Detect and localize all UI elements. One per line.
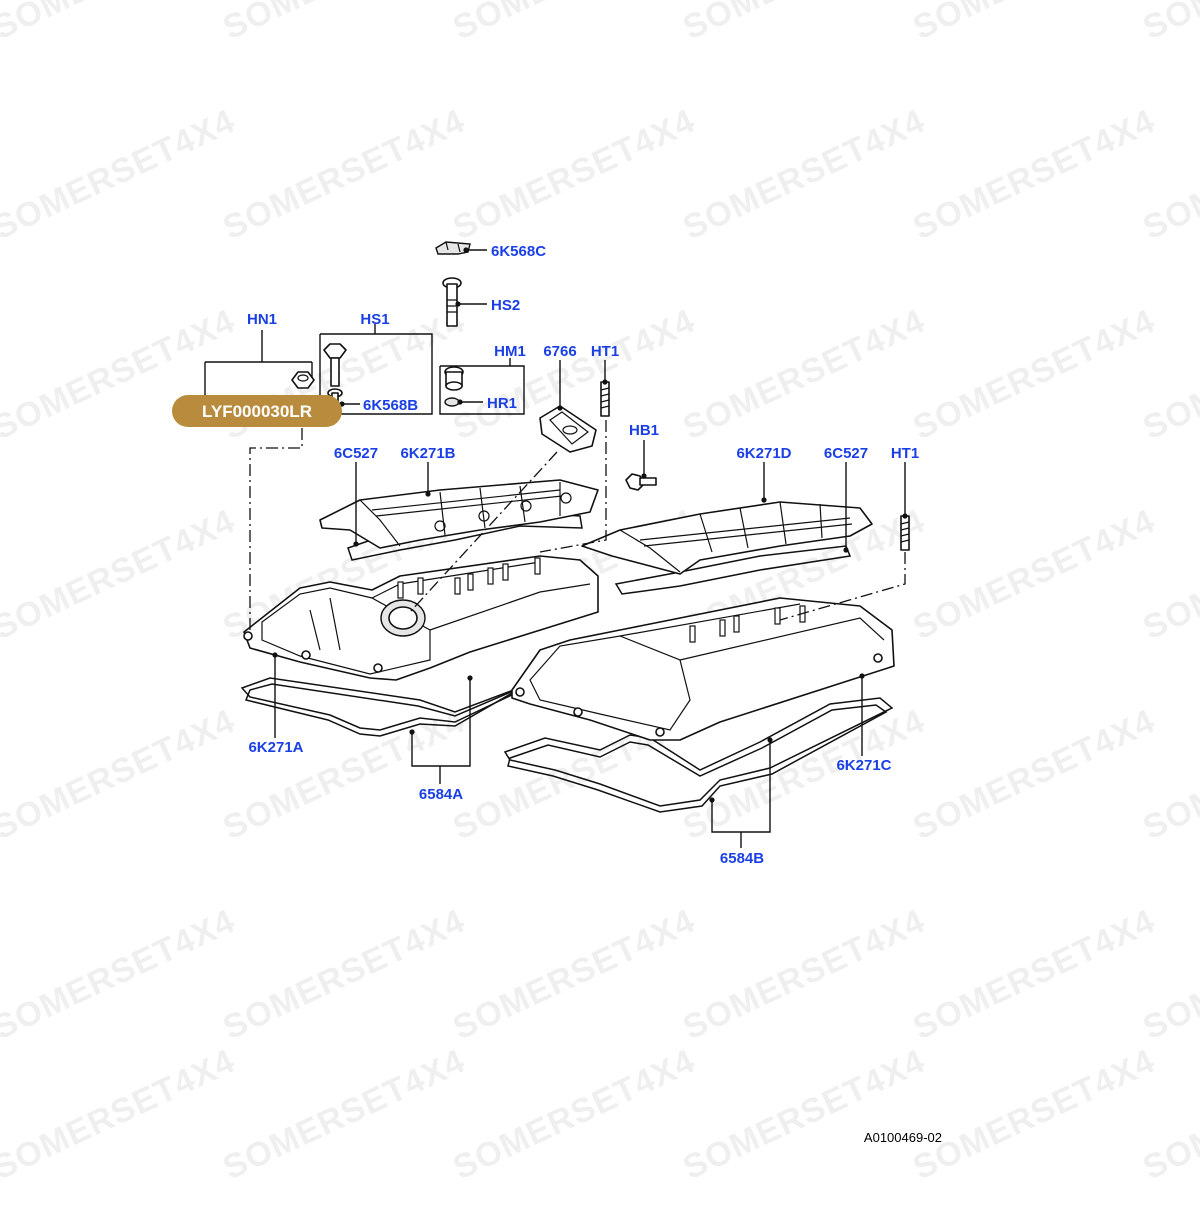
watermark-text: SOMERSET4X4 [677, 0, 931, 47]
label-6c527-right[interactable]: 6C527 [824, 445, 868, 462]
watermark-text: SOMERSET4X4 [677, 302, 931, 447]
engine-cover-right [581, 501, 873, 595]
watermark-text: SOMERSET4X4 [217, 1042, 471, 1187]
stud-part-right [900, 515, 910, 551]
label-hr1[interactable]: HR1 [487, 395, 517, 412]
label-ht1-top[interactable]: HT1 [591, 343, 619, 360]
camshaft-cover-left [240, 555, 599, 737]
watermark-text: SOMERSET4X4 [1137, 0, 1200, 47]
label-hs1[interactable]: HS1 [360, 311, 389, 328]
stud-part-top [600, 381, 610, 417]
watermark-text: SOMERSET4X4 [217, 102, 471, 247]
label-6584a[interactable]: 6584A [419, 786, 463, 803]
label-ht1-right[interactable]: HT1 [891, 445, 919, 462]
callout-labels: HN1 HS1 6K568C HS2 6K568B HM1 HR1 6766 H… [247, 243, 919, 867]
watermark-text: SOMERSET4X4 [447, 1042, 701, 1187]
watermark-text: SOMERSET4X4 [0, 702, 241, 847]
label-6k271a[interactable]: 6K271A [248, 739, 303, 756]
label-6k271c[interactable]: 6K271C [836, 757, 891, 774]
watermark-text: SOMERSET4X4 [907, 0, 1161, 47]
nut-part [291, 371, 315, 389]
label-6k271d[interactable]: 6K271D [736, 445, 791, 462]
drawing-reference: A0100469-02 [864, 1130, 942, 1145]
watermark-text: SOMERSET4X4 [677, 902, 931, 1047]
part-number-text: LYF000030LR [202, 402, 312, 421]
bolt-part [625, 473, 657, 491]
watermark-text: SOMERSET4X4 [447, 902, 701, 1047]
camshaft-cover-right [503, 597, 895, 813]
label-6k271b[interactable]: 6K271B [400, 445, 455, 462]
label-hm1[interactable]: HM1 [494, 343, 526, 360]
watermark-text: SOMERSET4X4 [0, 1042, 241, 1187]
watermark-text: SOMERSET4X4 [677, 102, 931, 247]
leaders [204, 247, 908, 848]
engine-cover-left [319, 479, 599, 561]
label-6k568c[interactable]: 6K568C [491, 243, 546, 260]
assembly-lines [249, 420, 906, 632]
watermark-text: SOMERSET4X4 [0, 0, 241, 47]
clip-part [435, 241, 471, 255]
watermark-text: SOMERSET4X4 [907, 1042, 1161, 1187]
watermark-text: SOMERSET4X4 [907, 102, 1161, 247]
watermark-text: SOMERSET4X4 [907, 502, 1161, 647]
label-6k568b[interactable]: 6K568B [363, 397, 418, 414]
label-6c527-left[interactable]: 6C527 [334, 445, 378, 462]
filler-cap-part [539, 405, 597, 453]
watermark-text: SOMERSET4X4 [907, 902, 1161, 1047]
label-hb1[interactable]: HB1 [629, 422, 659, 439]
watermark-text: SOMERSET4X4 [0, 102, 241, 247]
label-hs2[interactable]: HS2 [491, 297, 520, 314]
watermark-text: SOMERSET4X4 [447, 0, 701, 47]
watermark-text: SOMERSET4X4 [0, 502, 241, 647]
watermark-text: SOMERSET4X4 [447, 102, 701, 247]
label-6766[interactable]: 6766 [543, 343, 576, 360]
watermark-text: SOMERSET4X4 [217, 902, 471, 1047]
watermark-text: SOMERSET4X4 [907, 302, 1161, 447]
watermark-text: SOMERSET4X4 [907, 702, 1161, 847]
grommet-part [444, 366, 464, 407]
watermark-text: SOMERSET4X4 [217, 702, 471, 847]
label-6584b[interactable]: 6584B [720, 850, 764, 867]
label-hn1[interactable]: HN1 [247, 311, 277, 328]
watermark-text: SOMERSET4X4 [0, 902, 241, 1047]
watermark-text: SOMERSET4X4 [677, 1042, 931, 1187]
watermark-text: SOMERSET4X4 [217, 0, 471, 47]
part-number-badge[interactable]: LYF000030LR [172, 395, 342, 427]
